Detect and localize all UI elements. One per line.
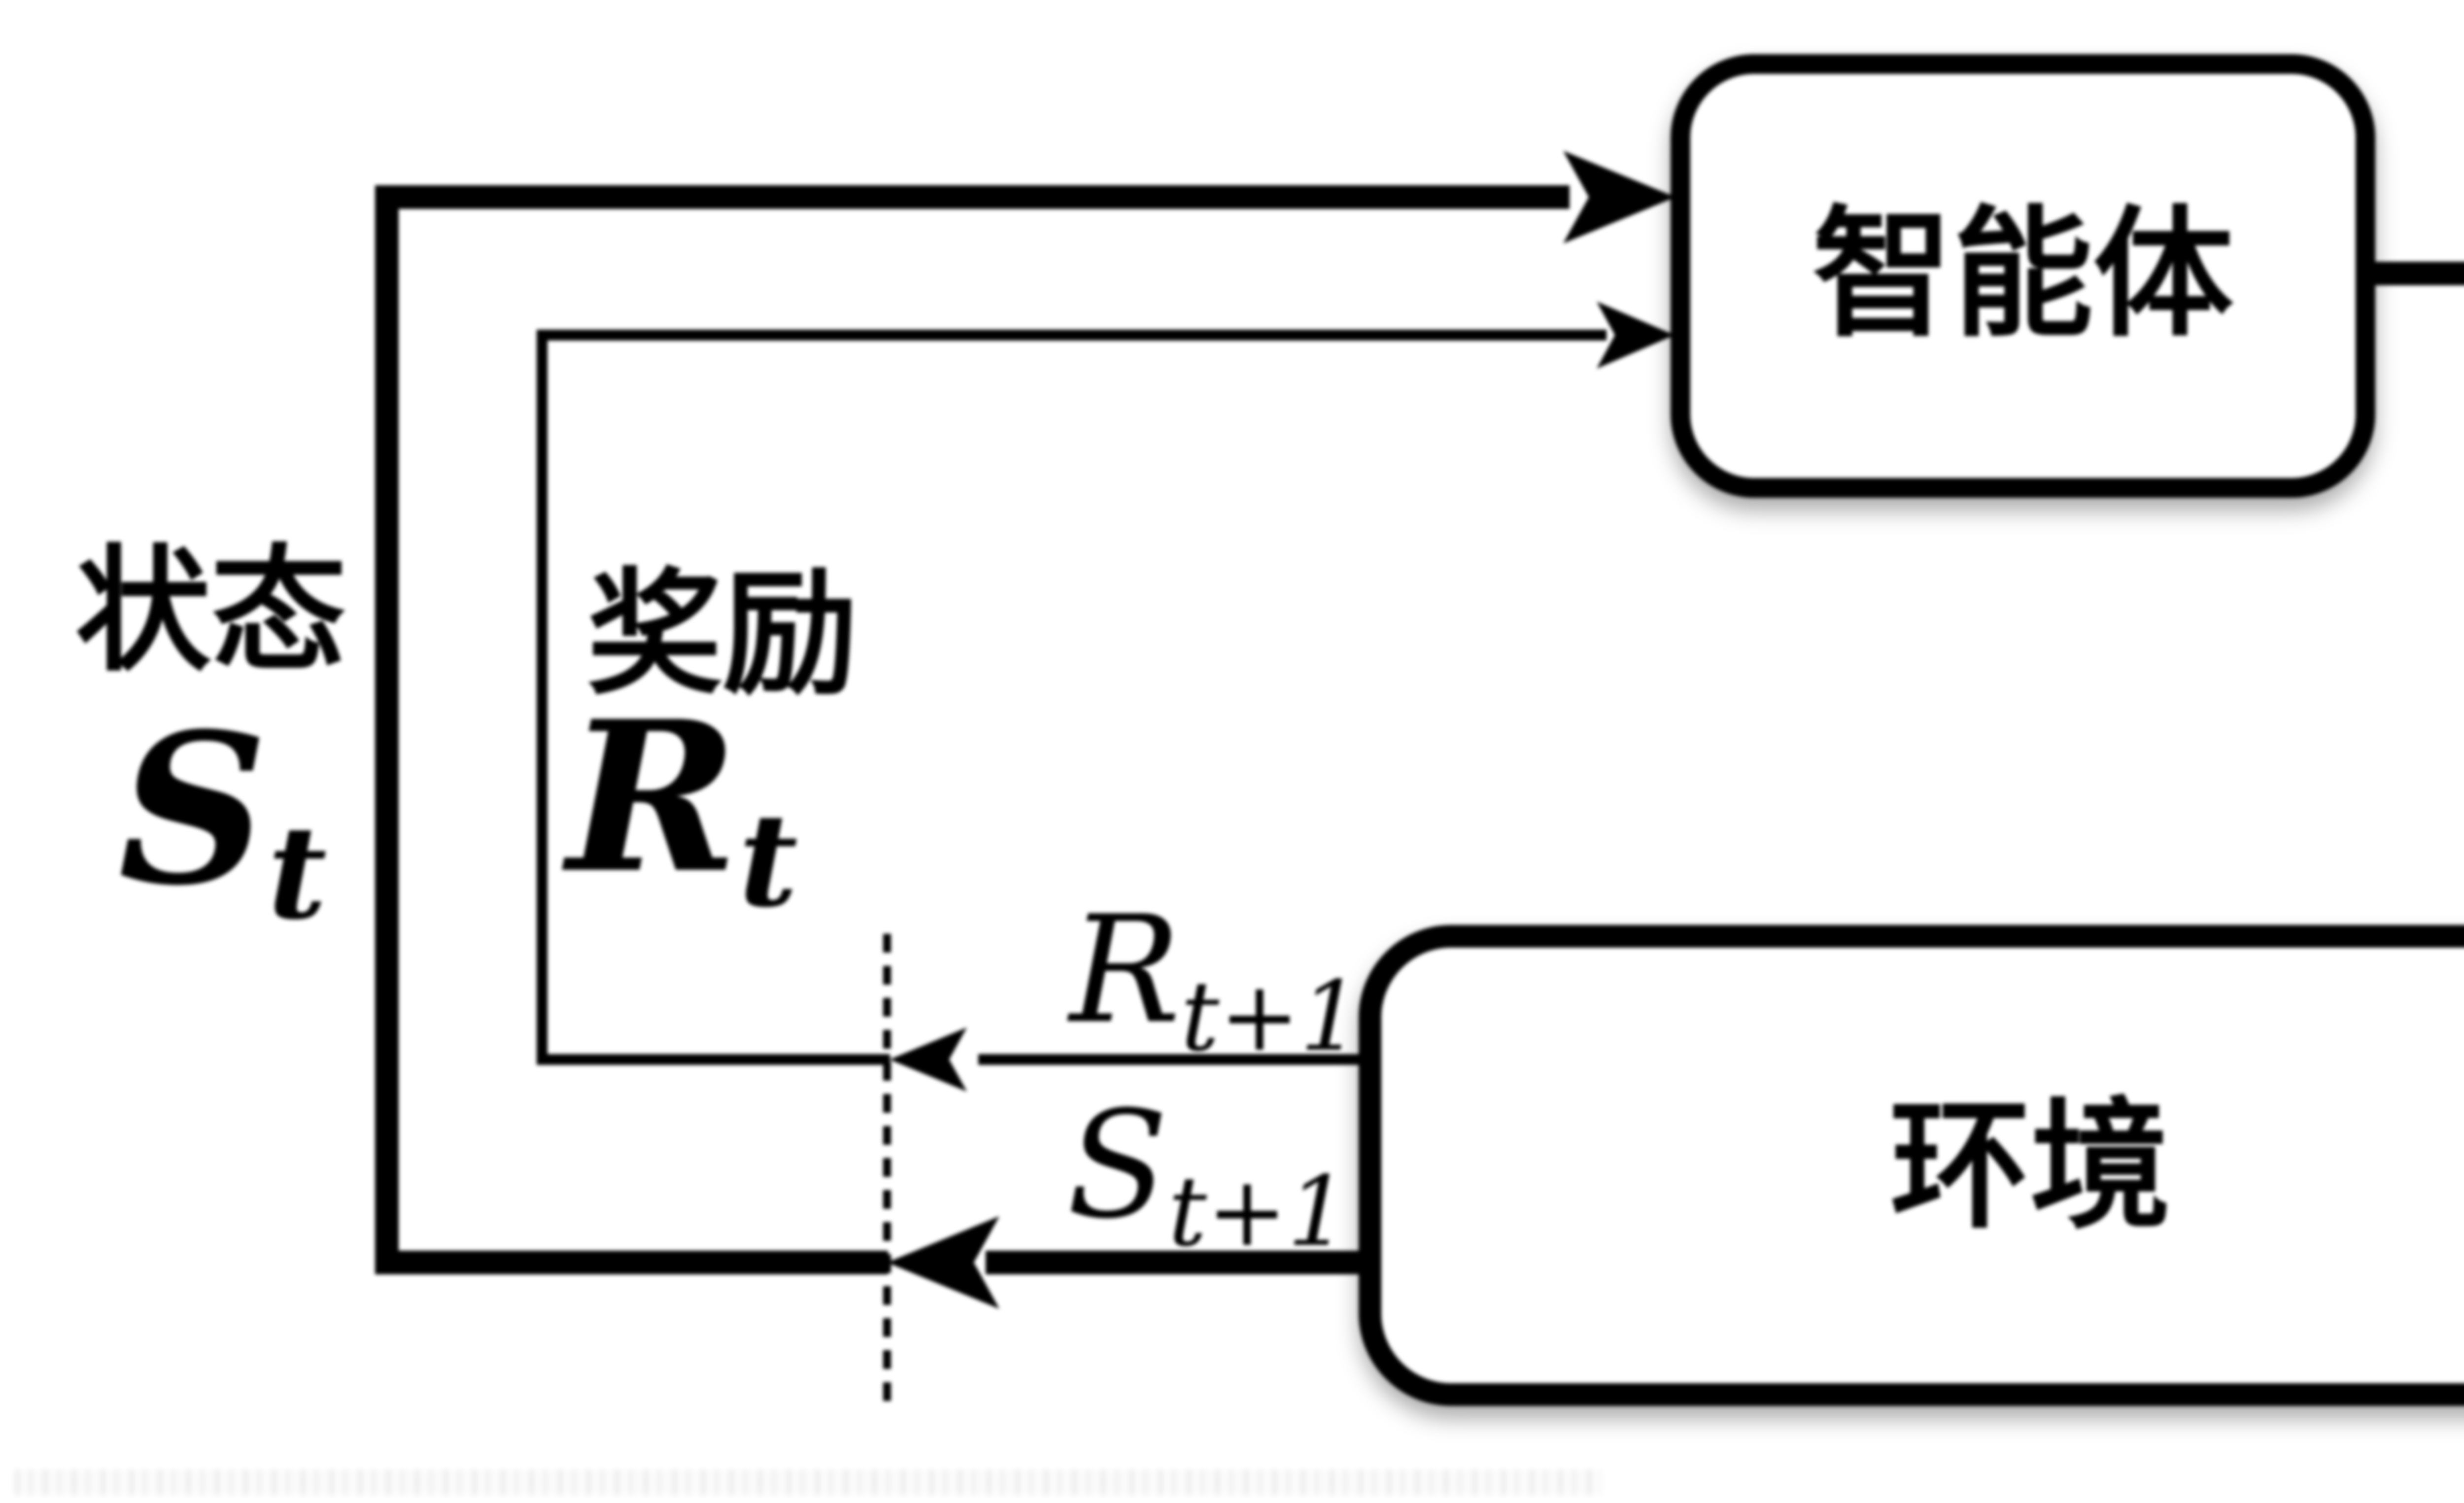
state-variable-subscript: t	[268, 798, 327, 948]
next-state-variable-subscript: t+1	[1168, 1156, 1349, 1267]
environment-box-label: 环境	[1890, 1083, 2171, 1248]
next-reward-variable-base: R	[1067, 884, 1181, 1056]
reward-variable-base: R	[560, 676, 739, 919]
bottom-artifact-band	[15, 1469, 1602, 1495]
state-arrow	[375, 151, 1676, 1274]
agent-box	[1671, 54, 2375, 498]
reward-variable: Rt	[560, 676, 798, 936]
next-state-variable-base: S	[1067, 1079, 1168, 1251]
state-variable: St	[118, 688, 327, 948]
agent-box-label: 智能体	[1813, 191, 2234, 356]
environment-box	[1359, 925, 2464, 1406]
next-state-arrow	[887, 1216, 1380, 1309]
next-reward-variable: Rt+1	[1067, 884, 1361, 1072]
state-variable-base: S	[118, 688, 268, 931]
reward-label-cjk: 奖励	[587, 554, 858, 713]
reward-arrow	[537, 302, 1675, 1065]
next-reward-arrow	[890, 1027, 1380, 1092]
next-state-variable: St+1	[1067, 1079, 1348, 1267]
next-reward-variable-subscript: t+1	[1181, 960, 1361, 1072]
reward-variable-subscript: t	[739, 786, 798, 936]
state-label-cjk: 状态	[75, 531, 346, 690]
